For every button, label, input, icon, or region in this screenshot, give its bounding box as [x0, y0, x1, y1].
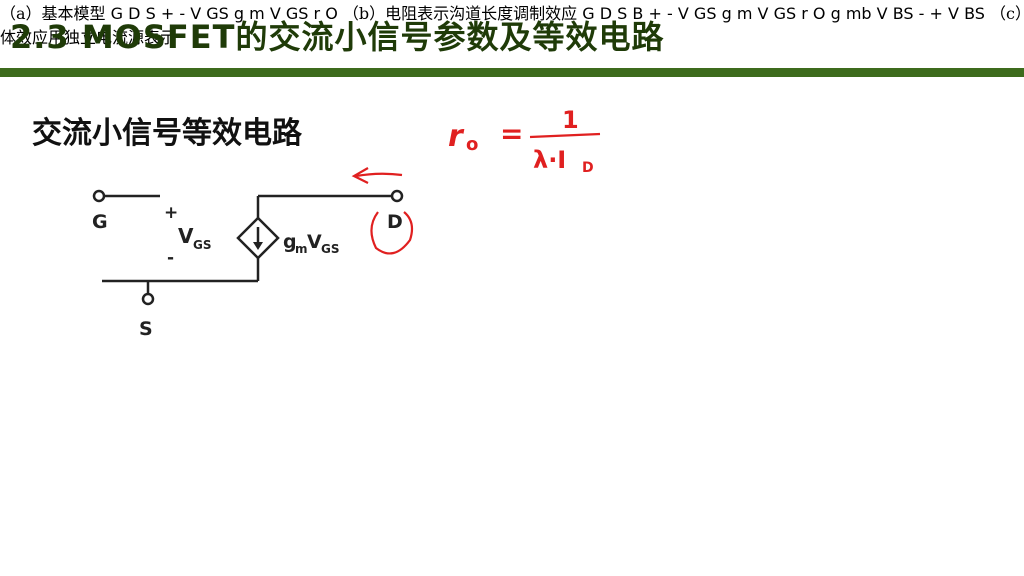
vgs-label-b: V	[190, 4, 202, 23]
current-source-icon-b: G D S + - V GS g m V GS r O （b）电阻表示沟道长度调…	[0, 4, 1023, 47]
label-d-c: D	[599, 4, 613, 23]
label-b-c: B	[632, 4, 644, 23]
s-minus-c: -	[918, 4, 925, 23]
gate-terminal-a	[92, 189, 106, 203]
formula-denominator: λ·I	[533, 146, 566, 174]
vgs-sub-b: GS	[206, 4, 229, 23]
vgs-label-c: V	[677, 4, 689, 23]
caption-b: （b）电阻表示沟道长度调制效应	[343, 4, 577, 23]
gm-label-a: g	[283, 231, 297, 253]
label-g-a: G	[92, 211, 108, 233]
formula-ro-sub: o	[466, 134, 478, 155]
formula-numerator: 1	[562, 106, 579, 134]
gm-sub-b: m	[249, 4, 265, 23]
title-underline-bar	[0, 68, 1024, 77]
b-plus-c: +	[929, 4, 943, 23]
formula-ro: r	[448, 119, 465, 154]
gm-v-c: V	[757, 4, 769, 23]
vgs-label-a: V	[178, 224, 194, 248]
vgs-plus-c: +	[648, 4, 662, 23]
caption-c: （c）体效应用独立电流源表示	[0, 4, 1024, 47]
gm-v-a: V	[307, 231, 322, 253]
gmb-sub-c: mb	[845, 4, 872, 23]
label-s-c: S	[617, 4, 628, 23]
gmb-label-c: g	[830, 4, 841, 23]
label-d-b: D	[128, 4, 141, 23]
gm-sub-a: m	[295, 242, 308, 256]
formula-equals: =	[500, 117, 523, 150]
gmb-v-c: V	[876, 4, 888, 23]
current-source-icon-a	[236, 216, 280, 260]
formula-fraction-bar	[529, 132, 601, 139]
section-subtitle: 交流小信号等效电路	[32, 116, 302, 151]
ro-label-c: r	[801, 4, 808, 23]
label-d-a: D	[387, 211, 403, 233]
vbs-sub-c: BS	[964, 4, 985, 23]
formula-denominator-sub: D	[582, 160, 594, 176]
gmb-vsub-c: BS	[892, 4, 914, 23]
vbs-label-c: V	[948, 4, 959, 23]
label-g-b: G	[110, 4, 124, 23]
gm-label-b: g	[233, 4, 245, 23]
drain-terminal-a	[390, 189, 404, 203]
gm-vsub-a: GS	[321, 242, 340, 256]
caption-a: （a）基本模型	[0, 4, 106, 23]
source-terminal-a	[141, 292, 155, 306]
vgs-sub-a: GS	[193, 238, 212, 252]
vgs-minus-b: -	[179, 4, 186, 23]
vgs-sub-c: GS	[693, 4, 717, 23]
handwritten-drain-arrow-a	[351, 167, 414, 255]
page-title: 2.3 MOSFET的交流小信号参数及等效电路	[10, 18, 665, 56]
gm-label-c: g	[721, 4, 732, 23]
gm-vsub-c: GS	[773, 4, 797, 23]
gm-v-b: V	[269, 4, 281, 23]
label-s-a: S	[139, 318, 153, 340]
vgs-plus-b: +	[160, 4, 175, 23]
handwritten-ro-formula: r o = 1 λ·I D	[448, 106, 601, 176]
label-s-b: S	[145, 4, 156, 23]
caption-b-prefix: （b）电阻表示沟道	[342, 4, 482, 23]
gm-sub-c: m	[736, 4, 753, 23]
caption-b-highlight: 长度调制效应	[481, 4, 578, 23]
current-source-icon-c-gm: G D S B + - V GS g m V GS r O g mb V BS …	[0, 4, 1023, 47]
vgs-minus-c: -	[667, 4, 673, 23]
current-source-icon-c-gmb: G D S B + - V GS g m V GS r O g mb V BS …	[0, 4, 1023, 47]
gm-vsub-b: GS	[285, 4, 309, 23]
ro-label-b: r	[313, 4, 321, 23]
vgs-plus-a: +	[164, 203, 178, 223]
ro-sub-b: O	[325, 4, 338, 23]
vgs-minus-a: -	[167, 248, 174, 268]
ro-sub-c: O	[812, 4, 826, 23]
circuit-a-basic-model	[92, 189, 404, 306]
label-g-c: G	[582, 4, 595, 23]
